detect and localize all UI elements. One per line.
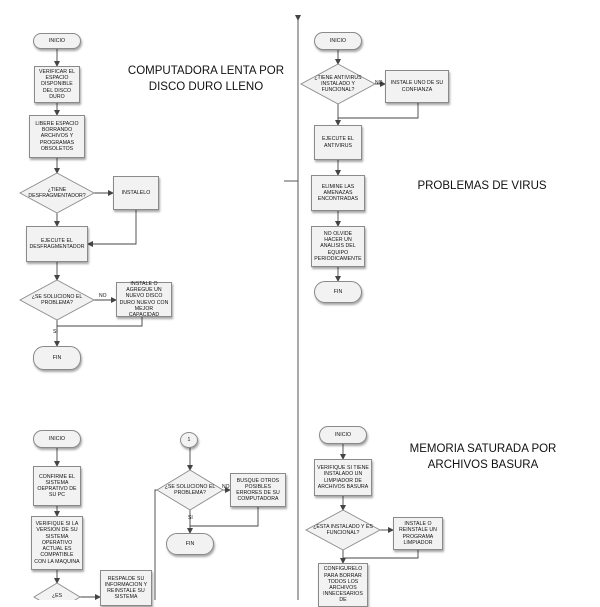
virus-start-terminal: INICIO — [314, 32, 362, 50]
title-memory: MEMORIA SATURADA POR ARCHIVOS BASURA — [409, 443, 557, 472]
decision-has-antivirus-diamond — [300, 63, 376, 105]
os-no-label: NO — [222, 484, 230, 490]
has-antivirus-label: ¿TIENE ANTIVIRUS INSTALADO Y FUNCIONAL? — [314, 74, 362, 94]
decision-solved-1-diamond — [19, 279, 95, 321]
start-terminal: INICIO — [33, 33, 81, 49]
new-disk-step: INSTALE O AGREGUE UN NUEVO DISCO DURO NU… — [116, 281, 172, 318]
flow-line — [338, 103, 419, 119]
decision-partial-diamond — [33, 582, 81, 600]
no-label: NO — [99, 293, 107, 299]
decision-installed-diamond — [305, 509, 381, 551]
flow-line — [343, 550, 419, 559]
title-slow-pc: COMPUTADORA LENTA POR DISCO DURO LLENO — [127, 65, 285, 94]
yes-label: SI — [53, 329, 58, 335]
partial-decision-label: ¿ES — [51, 592, 63, 599]
os-solved-label: ¿SE SOLUCIONO EL PROBLEMA? — [164, 483, 216, 496]
decision-solved-2-diamond — [156, 469, 224, 511]
os-yes-label: SI — [188, 515, 193, 521]
confirm-os-step: CONFIRME EL SISTEMA OEPRATIVO DE SU PC — [33, 466, 81, 506]
install-cleaner-step: INSTALE O REINSTALE UN PROGRAMA LIMPIADO… — [393, 517, 443, 550]
decision-has-defrag-diamond — [19, 172, 95, 214]
other-errors-step: BUSQUE OTROS POSIBLES ERRORES DE SU COMP… — [230, 473, 286, 507]
end-terminal: FIN — [33, 346, 81, 370]
has-defrag-label: ¿TIENE DESFRAGMENTADOR? — [28, 186, 86, 199]
run-defrag-step: EJECUTE EL DESFRAGMENTADOR — [26, 226, 88, 262]
install-step: INSTALELO — [113, 176, 159, 210]
memory-start-terminal: INICIO — [319, 426, 367, 444]
configure-cleaner-step: CONFIGURELO PARA BORRAR TODOS LOS ARCHIV… — [318, 563, 368, 607]
os-end-terminal: FIN — [166, 533, 214, 555]
os-start-terminal: INICIO — [33, 430, 81, 448]
virus-end-terminal: FIN — [314, 281, 362, 303]
install-antivirus-step: INSTALE UNO DE SU CONFIANZA — [385, 70, 449, 103]
flow-line — [87, 210, 137, 247]
connector-1: 1 — [180, 432, 198, 448]
verify-version-step: VERIFIQUE SI LA VERSION DE SU SISTEMA OP… — [31, 516, 83, 570]
check-cleaner-step: VERIFIQUE SI TIENE INSTALADO UN LIMPIADO… — [314, 459, 372, 496]
free-space-step: LIBERE ESPACIO BORRANDO ARCHIVOS Y PROGR… — [29, 115, 85, 158]
periodic-scan-step: NO OLVIDE HACER UN ANALISIS DEL EQUIPO P… — [311, 226, 365, 267]
solved-label: ¿SE SOLUCIONO EL PROBLEMA? — [31, 293, 83, 306]
remove-threats-step: ELIMINE LAS AMENAZAS ENCONTRADAS — [311, 175, 365, 211]
title-virus: PROBLEMAS DE VIRUS — [417, 180, 547, 192]
installed-label: ¿ESTA INSTALADO Y ES FUNCIONAL? — [313, 523, 373, 536]
virus-no-label: NO — [375, 80, 383, 86]
backup-reinstall-step: RESPALDE SU INFORMACION Y REINSTALE SU S… — [100, 570, 152, 606]
run-antivirus-step: EJECUTE EL ANTIVIRUS — [314, 125, 362, 160]
check-space-step: VERIFICAR EL ESPACIO DISPONIBLE DEL DISC… — [34, 66, 80, 103]
flow-line — [57, 317, 143, 327]
flow-line — [154, 487, 167, 600]
flow-line — [190, 507, 259, 527]
